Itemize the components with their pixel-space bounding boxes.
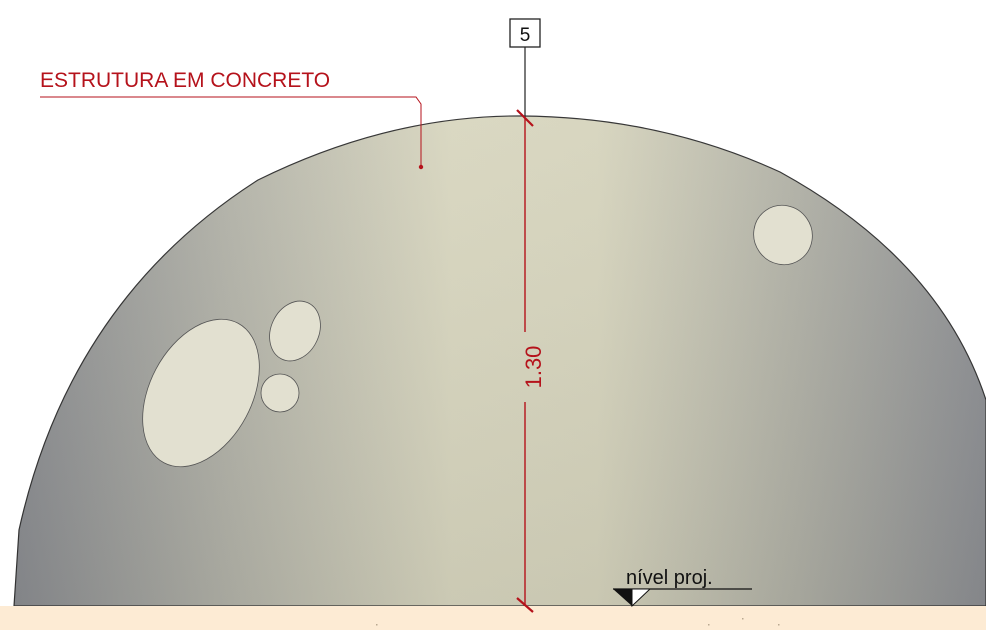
- dimension-tick-top: [516, 109, 534, 127]
- grid-marker: 5: [509, 18, 541, 118]
- surface-spot-small: [260, 373, 300, 413]
- concrete-dome: [13, 115, 986, 607]
- surface-spot-upper: [269, 300, 321, 362]
- level-triangle-dark: [613, 589, 632, 606]
- surface-spot-right: [753, 204, 813, 266]
- structure-leader-line: [40, 96, 422, 166]
- structure-leader-dot: [418, 164, 424, 170]
- level-label: nível proj.: [626, 567, 713, 589]
- ground-band: [0, 606, 986, 630]
- structure-label: ESTRUTURA EM CONCRETO: [40, 69, 330, 92]
- grid-marker-label: 5: [520, 25, 531, 46]
- height-dimension: 1.30: [516, 109, 546, 613]
- dimension-value: 1.30: [521, 346, 546, 389]
- level-marker: nível proj.: [613, 567, 752, 608]
- ground-specks: [376, 618, 780, 626]
- grid-marker-box: [509, 18, 541, 48]
- level-triangle-light: [631, 588, 652, 608]
- structure-callout: ESTRUTURA EM CONCRETO: [40, 69, 424, 170]
- dimension-tick-bottom: [516, 597, 534, 613]
- surface-spot-large: [142, 318, 260, 468]
- dome-shading: [14, 115, 986, 606]
